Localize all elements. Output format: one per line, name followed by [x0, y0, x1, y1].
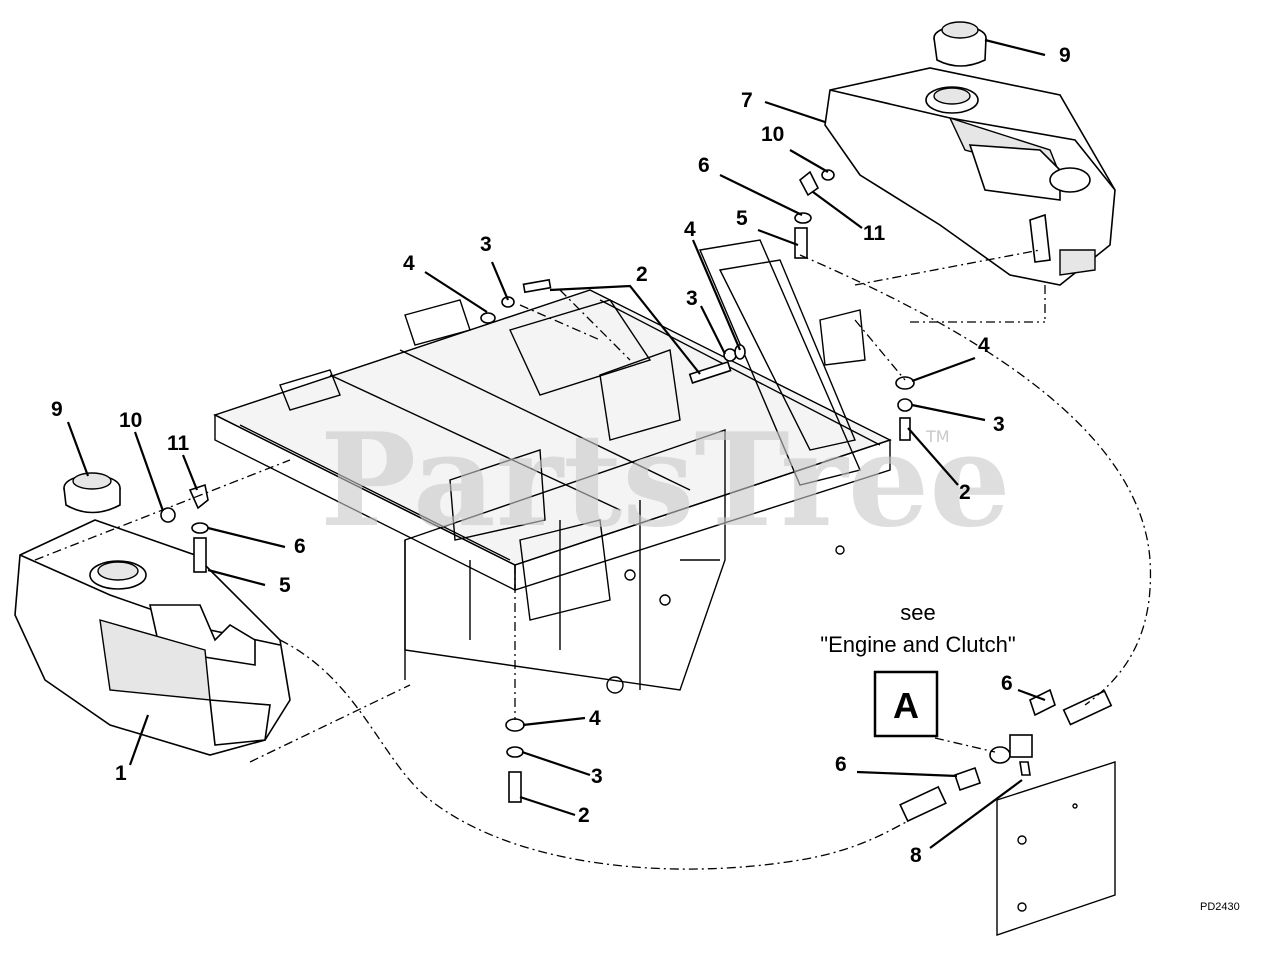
callout-3-top: 3: [480, 233, 492, 256]
callout-2-right: 2: [959, 481, 971, 504]
callout-6-valve-lower: 6: [835, 753, 847, 776]
callout-6-valve-upper: 6: [1001, 672, 1013, 695]
fuel-cap-left: [63, 472, 121, 514]
assembly-lines: [34, 249, 1152, 870]
fuel-tank-right: [824, 67, 1116, 286]
bolts-and-washers: [160, 169, 1116, 936]
callout-3-right: 3: [993, 413, 1005, 436]
callout-5-right-hose: 5: [736, 207, 748, 230]
callout-8-shutoff-valve: 8: [910, 844, 922, 867]
see-note-line2: "Engine and Clutch": [820, 632, 1015, 657]
reference-box-letter: A: [893, 685, 919, 726]
leader-lines: [66, 38, 1046, 849]
callout-9-right-cap: 9: [1059, 44, 1071, 67]
callout-4-middle: 4: [684, 218, 696, 241]
chassis-frame: [213, 239, 892, 694]
engine-clutch-reference: see "Engine and Clutch" A: [820, 600, 1016, 738]
watermark: PartsTree TM: [320, 406, 1011, 556]
callout-2-top: 2: [636, 263, 648, 286]
watermark-tm: TM: [925, 427, 950, 446]
fuel-cap-right: [933, 21, 987, 67]
callout-2-bottom: 2: [578, 804, 590, 827]
drawing-code: PD2430: [1200, 901, 1240, 913]
callout-11-left: 11: [167, 432, 190, 455]
callout-3-bottom: 3: [591, 765, 603, 788]
callout-4-right: 4: [978, 334, 990, 357]
callout-numbers: 9 7 10 6 11 5 3 4 2 3 4 4 3 2 9 10 11 6 …: [51, 44, 1071, 867]
callout-5-left-hose: 5: [279, 574, 291, 597]
callout-11-right: 11: [863, 222, 886, 245]
reference-box: [873, 670, 939, 738]
callout-10-left: 10: [119, 409, 142, 432]
see-note-line1: see: [900, 600, 935, 625]
callout-10-right: 10: [761, 123, 784, 146]
callout-4-top: 4: [403, 252, 415, 275]
callout-9-left-cap: 9: [51, 398, 63, 421]
callout-4-bottom: 4: [589, 707, 601, 730]
fuel-tank-left: [14, 519, 291, 756]
watermark-text: PartsTree: [320, 406, 1011, 556]
callout-6-left-clamp: 6: [294, 535, 306, 558]
callout-1-left-tank: 1: [115, 762, 127, 785]
callout-6-right-clamp: 6: [698, 154, 710, 177]
callout-3-middle: 3: [686, 287, 698, 310]
callout-7-right-tank: 7: [741, 89, 753, 112]
